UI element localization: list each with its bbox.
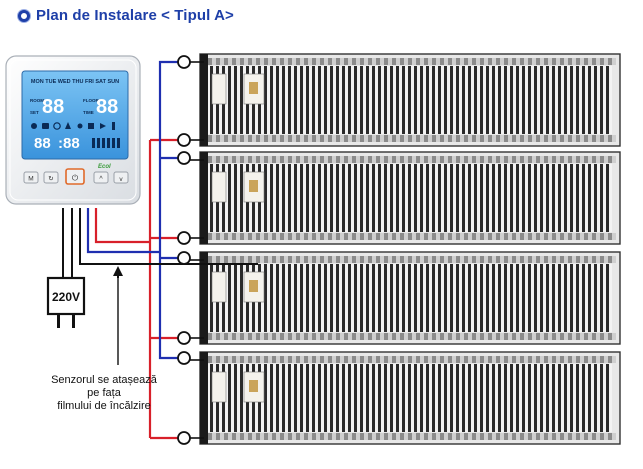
connector-ring-icon [177, 251, 191, 265]
connector-ring-icon [177, 351, 191, 365]
lcd-time-minutes: 88 [63, 135, 80, 152]
connector-ring-icon [177, 331, 191, 345]
title-row: Plan de Instalare < Tipul A> [18, 7, 234, 24]
lcd-label-set: SET [30, 110, 39, 115]
title-bullet-icon [18, 9, 30, 22]
power-icon: ⏻ [72, 174, 79, 183]
sensor-arrow [113, 266, 123, 365]
svg-text::: : [58, 135, 63, 152]
page-title: Plan de Instalare < Tipul A> [36, 7, 234, 24]
connector-ring-icon [177, 151, 191, 165]
power-plug: 220V [46, 276, 86, 328]
lcd-label-room: ROOM [30, 98, 44, 103]
lcd-screen [21, 70, 129, 160]
up-icon: ^ [99, 176, 103, 183]
lcd-icons [31, 122, 115, 130]
connector-ring-icon [177, 231, 191, 245]
heating-film-panel [190, 53, 621, 147]
sensor-note-line2: pe fața [87, 387, 122, 399]
lcd-time-hours: 88 [34, 135, 51, 152]
svg-text:↻: ↻ [48, 176, 54, 183]
lcd-temp-floor: 88 [96, 96, 118, 118]
lcd-days: MON TUE WED THU FRI SAT SUN [31, 79, 119, 85]
thermostat-buttons: M ↻ ⏻ ^ v [23, 168, 129, 185]
sensor-note-line3: filmului de încălzire [57, 400, 151, 412]
brand-logo: Ecol [98, 164, 111, 170]
power-label: 220V [52, 290, 80, 304]
power-button [65, 168, 85, 185]
lcd-bars [92, 138, 120, 148]
lcd-label-time: TIME [83, 110, 94, 115]
heating-film-panel [190, 351, 621, 445]
svg-text:M: M [28, 176, 33, 183]
sensor-note: Senzorul se atașează pe fața filmului de… [51, 374, 158, 412]
connector-ring-icon [177, 431, 191, 445]
thermostat: MON TUE WED THU FRI SAT SUN ROOM SET 88 … [5, 55, 141, 205]
connector-rings [177, 55, 191, 445]
heating-film-panel [190, 251, 621, 345]
sensor-note-line1: Senzorul se atașează [51, 374, 158, 386]
heating-film-panel [190, 151, 621, 245]
lcd-label-floor: FLOOR [83, 98, 99, 103]
red-wires [94, 138, 182, 440]
lcd-temp-room: 88 [42, 96, 64, 118]
connector-ring-icon [177, 133, 191, 147]
down-icon: v [119, 176, 123, 183]
connector-ring-icon [177, 55, 191, 69]
